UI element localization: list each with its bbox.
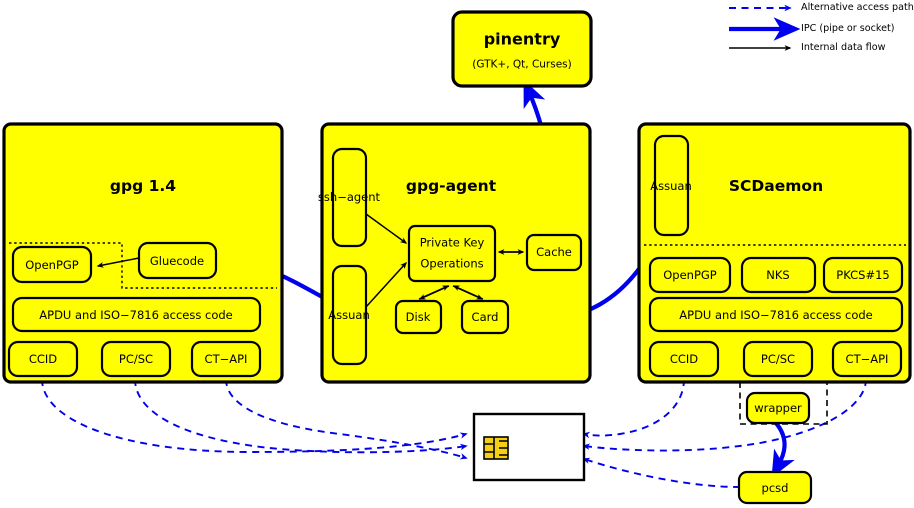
gpgagent-disk-label: Disk [405,309,431,324]
legend-item-internal-flow: Internal data flow [801,42,886,53]
gpg-reader-pcsc-label: PC/SC [118,351,154,366]
altpath-pcsd-to-card [582,457,741,488]
smartcard-node[interactable] [472,412,586,482]
altpath-gpg-ccid-to-card [41,378,468,453]
gpgagent-private-key-ops-node[interactable] [407,224,497,283]
gpg-reader-pcsc-node[interactable] [100,340,172,378]
gpg-apdu-label: APDU and ISO−7816 access code [39,307,233,322]
scdaemon-apdu-node[interactable] [648,296,904,333]
scdaemon-reader-pcsc-label: PC/SC [760,351,796,366]
gpg-reader-ccid-label: CCID [28,351,58,366]
gpgagent-card-node[interactable] [460,299,510,335]
scdaemon-assuan-label: Assuan [650,178,692,193]
pko-line-2: Operations [420,256,484,271]
gpg-reader-ccid-node[interactable] [7,340,79,378]
gpg-openpgp-label: OpenPGP [25,257,79,272]
gpgagent-sshagent-node[interactable] [331,147,368,248]
gpg-reader-ctapi-label: CT−API [204,351,248,366]
wrapper-node[interactable] [745,391,811,425]
gpgagent-cache-label: Cache [536,244,572,259]
scdaemon-reader-ccid-node[interactable] [648,340,720,378]
gpgagent-private-key-ops-label: Private Key Operations [420,236,485,269]
scdaemon-app-nks-label: NKS [766,267,790,282]
scdaemon-title: SCDaemon [728,176,824,195]
flow-pko-to-disk [418,285,450,300]
scdaemon-app-openpgp-node[interactable] [648,256,732,294]
gpgagent-assuan-label: Assuan [328,307,370,322]
legend-item-ipc: IPC (pipe or socket) [801,23,895,34]
gpg-apdu-node[interactable] [11,296,262,333]
wrapper-label: wrapper [754,400,802,415]
gpgagent-card-label: Card [471,309,499,324]
gpgagent-cache-node[interactable] [525,233,583,272]
gpg-card-layer-region [9,242,277,289]
pko-line-1: Private Key [419,235,485,250]
altpath-gpg-pcsc-to-card [134,378,468,454]
gpg-gluecode-node[interactable] [137,241,218,280]
scdaemon-app-openpgp-label: OpenPGP [663,267,717,282]
flow-assuan-to-pko [365,261,407,308]
flow-sshagent-to-pko [365,213,408,244]
altpath-scd-ctapi-to-card [582,378,867,452]
gpg-openpgp-node[interactable] [11,245,93,284]
flow-pko-to-card [452,285,484,300]
altpath-gpg-ctapi-to-card [225,378,468,460]
scdaemon-assuan-node[interactable] [653,134,690,237]
scdaemon-app-pkcs15-label: PKCS#15 [836,267,890,282]
gpg-gluecode-label: Gluecode [149,253,205,268]
pinentry-node[interactable] [451,10,593,88]
pinentry-subtitle: (GTK+, Qt, Curses) [472,58,572,71]
pinentry-title: pinentry [483,29,561,49]
ipc-wrapper-to-pcsd [771,421,795,478]
scdaemon-apdu-label: APDU and ISO−7816 access code [679,307,873,322]
scdaemon-reader-ccid-label: CCID [669,351,699,366]
scdaemon-reader-ctapi-node[interactable] [831,340,903,378]
scdaemon-reader-pcsc-node[interactable] [742,340,814,378]
gpg-title: gpg 1.4 [109,176,177,195]
legend-item-alt-paths: Alternative access paths [801,2,914,13]
gpgagent-title: gpg-agent [405,176,497,195]
scdaemon-reader-ctapi-label: CT−API [845,351,889,366]
flow-gluecode-to-openpgp [96,257,140,268]
pcsd-label: pcsd [761,480,789,495]
gpgagent-disk-node[interactable] [394,299,443,335]
gpg-reader-ctapi-node[interactable] [190,340,262,378]
gpgagent-sshagent-label: ssh−agent [317,189,381,204]
scdaemon-app-pkcs15-node[interactable] [822,256,904,294]
scdaemon-app-nks-node[interactable] [740,256,817,294]
